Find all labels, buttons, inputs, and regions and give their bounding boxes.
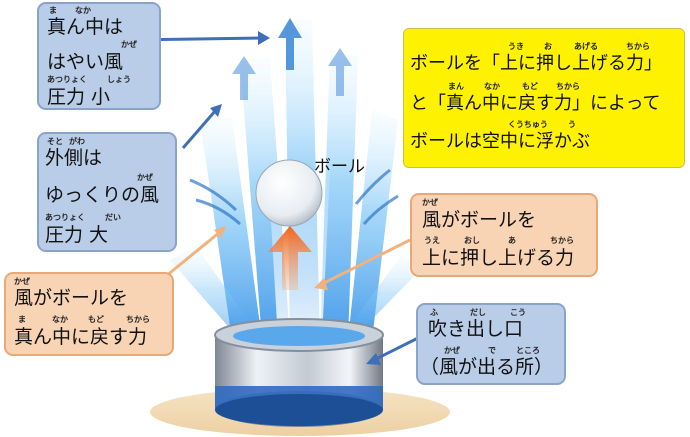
ruby: なか <box>52 315 68 324</box>
ball <box>255 159 323 227</box>
ruby: ちから <box>556 82 580 91</box>
ruby: かぜ <box>444 346 460 355</box>
ruby: で <box>488 346 496 355</box>
outlet-box-line1: 吹き出し口 <box>428 318 524 340</box>
wind-stream <box>170 20 420 340</box>
ruby: あげる <box>574 42 598 51</box>
ruby: ところ <box>516 346 540 355</box>
ruby: おし <box>464 236 480 245</box>
up-arrow-icon <box>232 18 352 100</box>
summary-line1: ボールを「上に押し上げる力」 <box>410 53 662 74</box>
outside-box-line2: ゆっくりの風 <box>45 184 160 206</box>
ruby: ちから <box>626 42 650 51</box>
gust-arrow-icon <box>189 168 399 226</box>
ruby: うえ <box>424 236 440 245</box>
summary-line3: ボールは空中に浮かぶ <box>410 131 590 152</box>
ruby: だし <box>470 308 486 317</box>
summary-box: うき お あげる ちから ボールを「上に押し上げる力」 まん なか もど ちから… <box>403 28 685 168</box>
summary-line2: と「真ん中に戻す力」によって <box>410 93 661 114</box>
return-box-line2: 真ん中に戻す力 <box>14 326 148 348</box>
ruby: あつりょく <box>45 213 85 222</box>
ruby: かぜ <box>14 277 30 286</box>
push-up-arrow-icon <box>268 226 312 290</box>
ruby: なか <box>75 6 91 15</box>
ruby: あ <box>508 236 516 245</box>
ruby: こう <box>510 308 526 317</box>
ruby: ちから <box>126 315 150 324</box>
ruby: かぜ <box>121 40 137 49</box>
ruby: うき <box>508 42 524 51</box>
ruby: ふ <box>430 308 438 317</box>
push-up-force-box: かぜ 風がボールを うえ おし あ ちから 上に押し上げる力 <box>410 193 598 277</box>
ruby: お <box>544 42 552 51</box>
outlet-box: ふ だし こう 吹き出し口 かぜ で ところ （風が出る所） <box>416 303 566 385</box>
ruby: あつりょく <box>47 75 87 84</box>
outside-box-line3: 圧力 大 <box>45 224 109 246</box>
ruby: かぜ <box>137 173 153 182</box>
ruby: ま <box>18 315 26 324</box>
ruby: もど <box>88 315 104 324</box>
center-box-line3: 圧力 小 <box>47 86 111 108</box>
center-box-line2: はやい風 <box>47 51 124 73</box>
ball-label: ボール <box>314 157 365 177</box>
ruby: なか <box>484 82 500 91</box>
outside-box-line1: 外側は <box>45 147 103 169</box>
outlet-box-line2: （風が出る所） <box>420 356 554 378</box>
ruby: まん <box>448 82 464 91</box>
push-box-line2: 上に押し上げる力 <box>422 247 575 269</box>
center-wind-box: ま なか 真ん中は かぜ はやい風 あつりょく しょう 圧力 小 <box>37 2 161 110</box>
push-box-line1: 風がボールを <box>422 209 537 231</box>
ruby: しょう <box>107 75 131 84</box>
center-box-line1: 真ん中は <box>47 16 124 38</box>
outside-wind-box: そと がわ 外側は かぜ ゆっくりの風 あつりょく だい 圧力 大 <box>37 132 177 252</box>
ruby: かぜ <box>422 198 438 207</box>
ruby: う <box>568 120 576 129</box>
ruby: もど <box>522 82 538 91</box>
return-force-box: かぜ 風がボールを ま なか もど ちから 真ん中に戻す力 <box>4 272 174 356</box>
ruby: がわ <box>69 137 85 146</box>
ruby: だい <box>105 213 121 222</box>
ruby: ちから <box>550 236 574 245</box>
ruby: ま <box>49 6 57 15</box>
outlet-nozzle <box>214 318 384 427</box>
return-box-line1: 風がボールを <box>14 287 129 309</box>
ruby: くうちゅう <box>508 120 548 129</box>
ruby: そと <box>47 137 63 146</box>
